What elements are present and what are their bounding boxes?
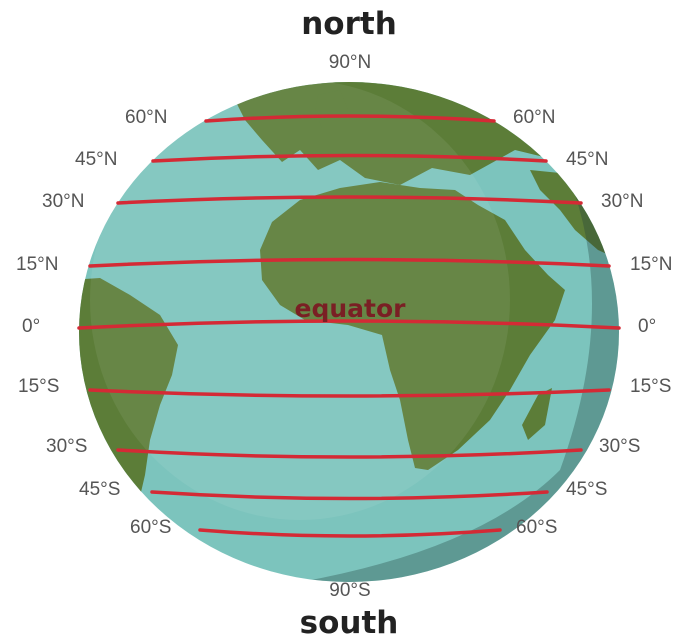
globe-highlight — [90, 82, 510, 520]
latitude-label-30s-left: 30°S — [46, 436, 88, 457]
latitude-label-60s-left: 60°S — [130, 517, 172, 538]
latitude-label-0-left: 0° — [22, 316, 41, 337]
equator-label: equator — [294, 294, 406, 323]
latitude-label-45n-right: 45°N — [566, 149, 609, 170]
latitude-lines — [77, 114, 621, 538]
latitude-line-60s — [198, 528, 502, 538]
latitude-label-30n-right: 30°N — [601, 191, 644, 212]
landmass-africa — [260, 182, 565, 470]
latitude-line-30s — [116, 448, 583, 459]
south-title: south — [299, 605, 399, 641]
north-title: north — [301, 6, 397, 42]
latitude-label-15s-right: 15°S — [630, 376, 672, 397]
latitude-label-30n-left: 30°N — [42, 191, 85, 212]
latitude-line-45s — [150, 490, 549, 501]
latitude-line-15s — [88, 388, 611, 398]
latitude-line-30n — [116, 195, 583, 205]
landmass-arabia — [530, 170, 619, 260]
landmass-uk — [315, 90, 348, 130]
latitude-label-60n-left: 60°N — [125, 107, 168, 128]
latitude-label-15s-left: 15°S — [18, 376, 60, 397]
latitude-label-30s-right: 30°S — [599, 436, 641, 457]
latitude-label-15n-left: 15°N — [16, 254, 59, 275]
latitude-line-45n — [151, 153, 548, 163]
latitude-label-90s: 90°S — [329, 580, 371, 601]
latitude-label-60n-right: 60°N — [513, 107, 556, 128]
latitude-label-15n-right: 15°N — [630, 254, 673, 275]
globe-ocean — [79, 82, 619, 582]
latitude-label-60s-right: 60°S — [516, 517, 558, 538]
latitude-line-0 — [77, 319, 621, 330]
latitude-label-90n: 90°N — [328, 52, 372, 73]
latitude-label-0-right: 0° — [638, 316, 657, 337]
latitude-line-15n — [88, 257, 611, 268]
latitude-label-45s-right: 45°S — [566, 479, 608, 500]
landmass-madagascar — [522, 388, 552, 440]
latitude-label-45s-left: 45°S — [79, 479, 121, 500]
latitude-line-60n — [204, 114, 496, 123]
latitude-label-45n-left: 45°N — [75, 149, 118, 170]
